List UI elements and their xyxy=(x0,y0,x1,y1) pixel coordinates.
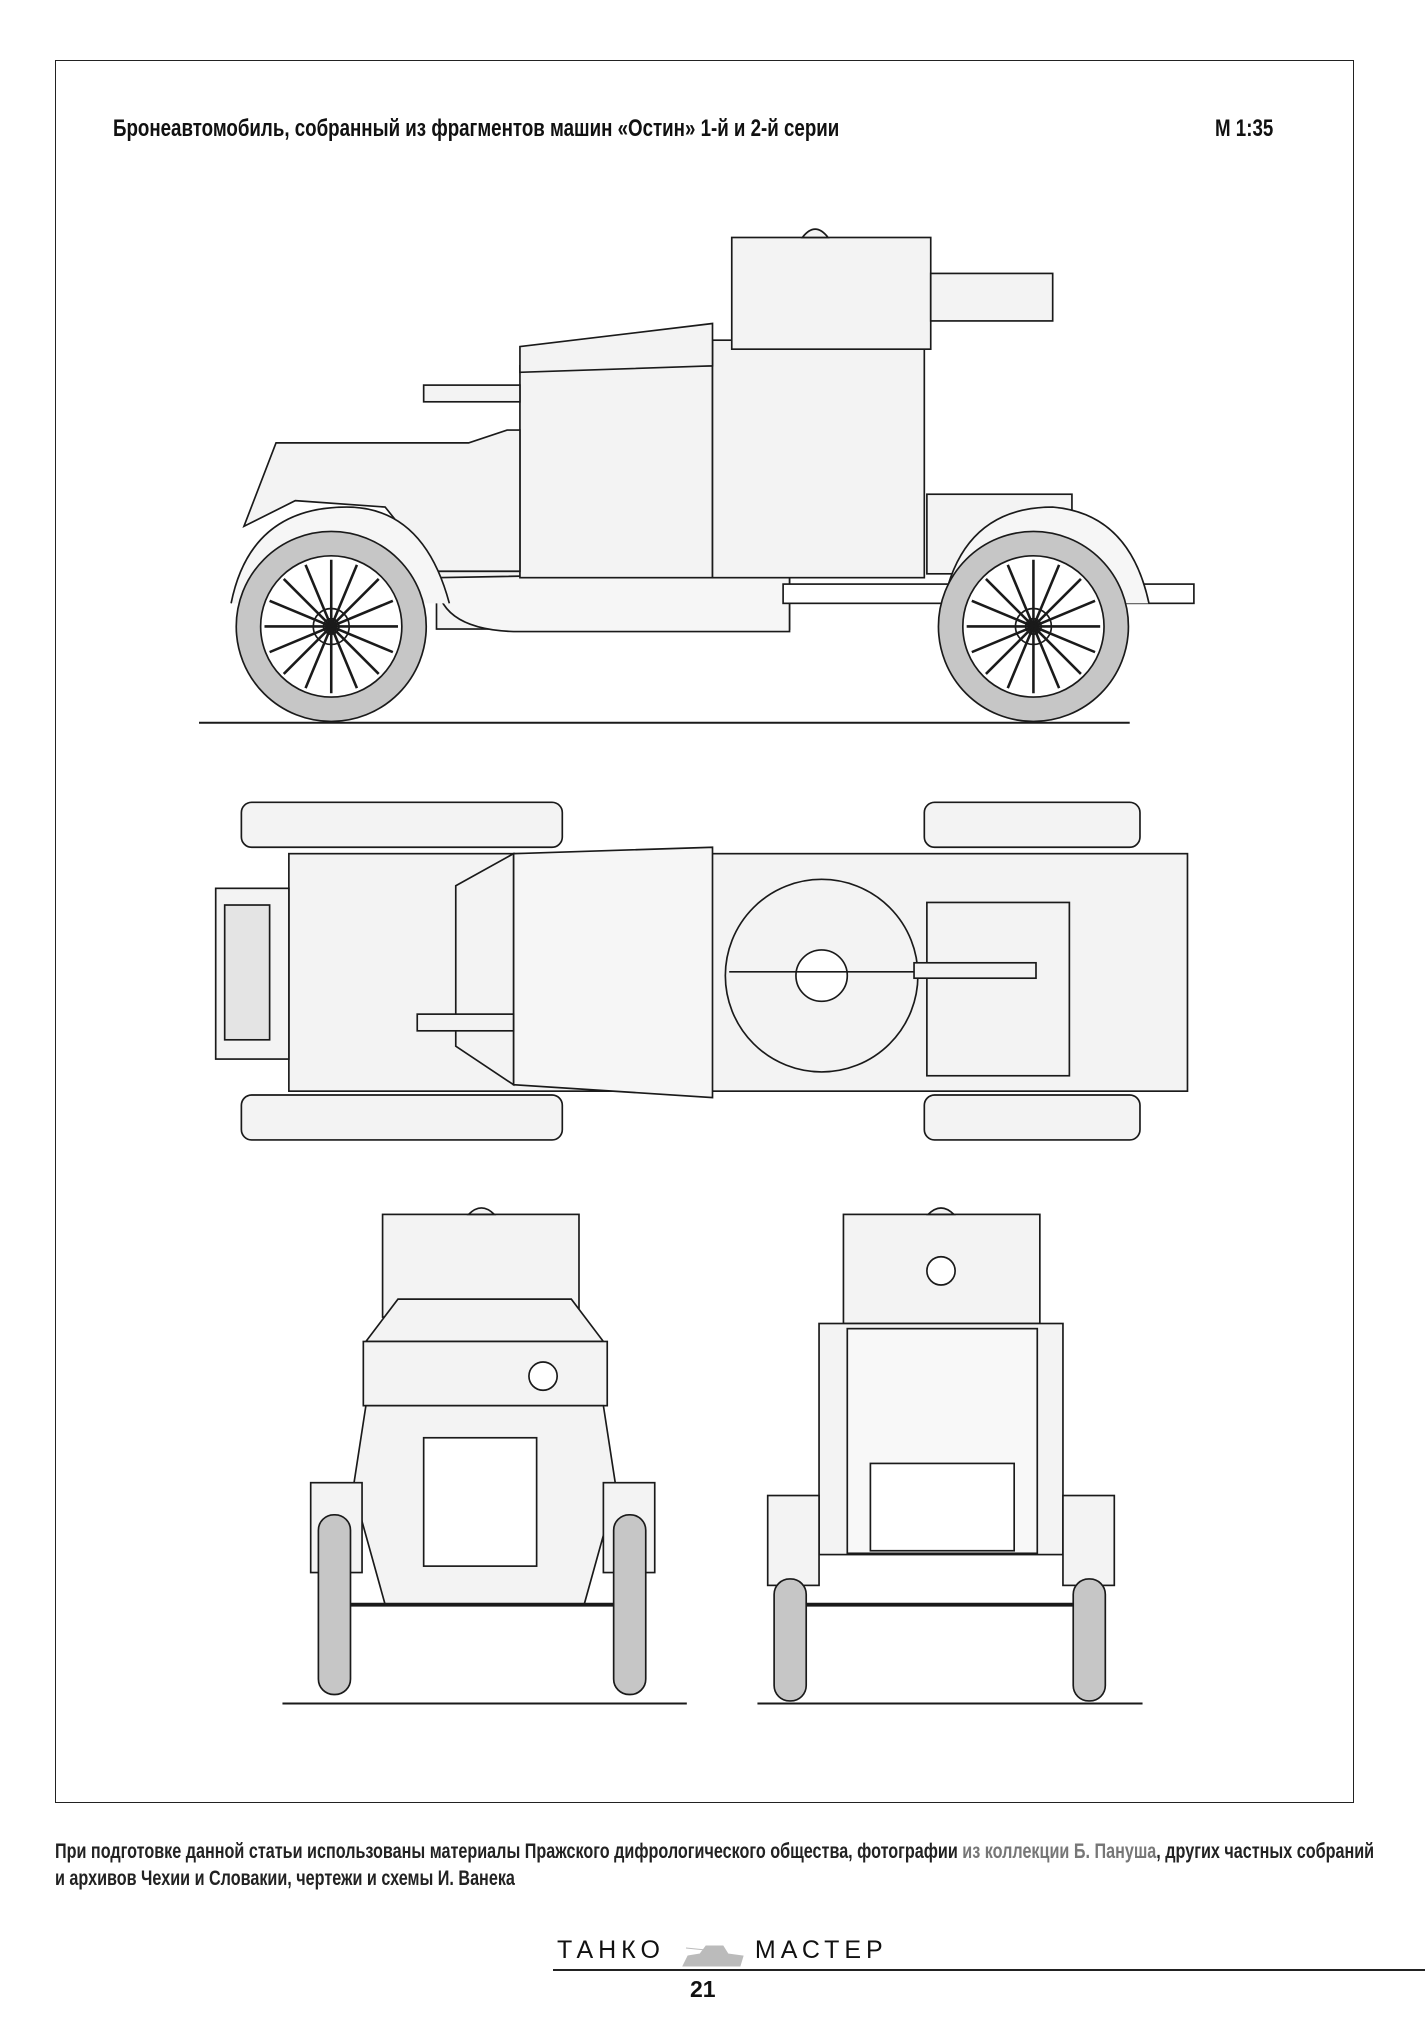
drawing-scale: М 1:35 xyxy=(1215,115,1274,142)
front-view xyxy=(282,1207,687,1705)
magazine-logo: ТАНКО МАСТЕР xyxy=(557,1936,888,1965)
tank-logo-icon xyxy=(682,1945,744,1967)
credits-text: При подготовке данной статьи использован… xyxy=(55,1838,1379,1892)
magazine-name-left: ТАНКО xyxy=(557,1936,665,1964)
credits-part3: , других частных собраний и архивов Чехи… xyxy=(55,1840,1375,1890)
side-view xyxy=(199,228,1195,724)
drawing-title: Бронеавтомобиль, собранный из фрагментов… xyxy=(113,115,840,142)
footer-rule xyxy=(553,1969,1425,1971)
front-wheel xyxy=(235,530,428,723)
drawing-frame xyxy=(55,60,1354,1803)
credits-part2: из коллекции Б. Пануша xyxy=(962,1840,1157,1863)
rear-view xyxy=(757,1207,1143,1705)
top-view xyxy=(214,801,1189,1141)
page-number: 21 xyxy=(690,1976,716,2002)
credits-part1: При подготовке данной статьи использован… xyxy=(55,1840,963,1863)
magazine-name-right: МАСТЕР xyxy=(754,1936,888,1964)
rear-wheel xyxy=(937,530,1130,723)
